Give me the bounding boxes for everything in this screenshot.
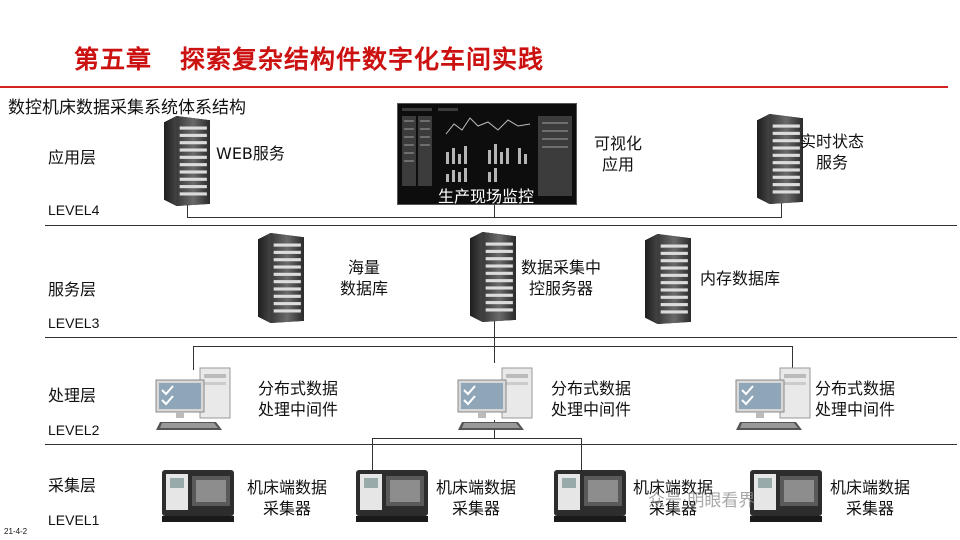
- collection-server-icon: [470, 232, 516, 322]
- collector-label-1: 机床端数据 采集器: [247, 477, 327, 519]
- middleware-3-line-2: 处理中间件: [815, 400, 896, 419]
- monitor-caption: 生产现场监控: [437, 187, 534, 206]
- connector-mw-right: [792, 346, 793, 370]
- middleware-2-line-1: 分布式数据: [551, 379, 632, 398]
- middleware-workstation-icon-2: [457, 367, 533, 431]
- layer-divider-4-3: [45, 225, 957, 226]
- slide-date: 21-4-2: [4, 527, 28, 536]
- connector-collector-2: [372, 438, 373, 470]
- connector-processing-bus: [193, 346, 793, 347]
- collector-2-line-2: 采集器: [452, 499, 501, 518]
- collector-2-line-1: 机床端数据: [436, 478, 517, 497]
- cnc-machine-icon-3: [554, 470, 626, 522]
- web-service-label: WEB服务: [216, 144, 285, 163]
- middleware-1-line-1: 分布式数据: [258, 379, 339, 398]
- collector-label-4: 机床端数据 采集器: [830, 477, 910, 519]
- collection-server-line-1: 数据采集中: [521, 258, 602, 277]
- cnc-machine-icon-1: [162, 470, 234, 522]
- middleware-workstation-icon-1: [155, 367, 231, 431]
- middleware-2-line-2: 处理中间件: [551, 400, 632, 419]
- layer-name-collection: 采集层: [48, 476, 97, 495]
- title-divider: [0, 86, 948, 88]
- middleware-1-line-2: 处理中间件: [258, 400, 339, 419]
- layer-divider-3-2: [45, 337, 957, 338]
- realtime-service-line-2: 服务: [816, 153, 849, 172]
- layer-level-4: LEVEL4: [48, 202, 100, 218]
- collector-label-2: 机床端数据 采集器: [436, 477, 516, 519]
- layer-level-2: LEVEL2: [48, 422, 100, 438]
- connector-monitor: [494, 203, 495, 218]
- production-monitor-screen: [397, 103, 577, 205]
- collector-label-3: 机床端数据 采集器: [633, 477, 713, 519]
- diagram-subtitle: 数控机床数据采集系统体系结构: [8, 98, 246, 118]
- watermark: 众号·明眼看界: [648, 491, 756, 511]
- connector-server-down: [494, 320, 495, 363]
- chapter-topic: 探索复杂结构件数字化车间实践: [180, 45, 545, 74]
- connector-collection-bus: [372, 438, 582, 439]
- layer-level-3: LEVEL3: [48, 315, 100, 331]
- layer-name-processing: 处理层: [48, 386, 97, 405]
- chapter-title: 第五章探索复杂结构件数字化车间实践: [74, 40, 544, 76]
- cnc-machine-icon-4: [750, 470, 822, 522]
- memory-db-label: 内存数据库: [700, 269, 781, 288]
- web-server-icon: [164, 116, 210, 206]
- collector-3-line-1: 机床端数据: [633, 478, 714, 497]
- collection-server-label: 数据采集中 控服务器: [521, 257, 601, 299]
- visual-app-line-2: 应用: [602, 155, 635, 174]
- collector-3-line-2: 采集器: [649, 499, 698, 518]
- cnc-machine-icon-2: [356, 470, 428, 522]
- mass-db-line-2: 数据库: [340, 279, 389, 298]
- collector-4-line-2: 采集器: [846, 499, 895, 518]
- realtime-service-line-1: 实时状态: [800, 132, 865, 151]
- realtime-server-icon: [757, 114, 803, 204]
- realtime-service-label: 实时状态 服务: [800, 131, 864, 173]
- connector-web: [187, 196, 188, 218]
- middleware-label-2: 分布式数据 处理中间件: [551, 378, 631, 420]
- collector-1-line-1: 机床端数据: [247, 478, 328, 497]
- middleware-3-line-1: 分布式数据: [815, 379, 896, 398]
- chapter-number: 第五章: [74, 45, 153, 74]
- layer-name-application: 应用层: [48, 148, 97, 167]
- middleware-workstation-icon-3: [735, 367, 811, 431]
- connector-realtime: [781, 200, 782, 218]
- layer-level-1: LEVEL1: [48, 512, 100, 528]
- mass-db-line-1: 海量: [348, 258, 381, 277]
- connector-app-bus: [187, 217, 782, 218]
- middleware-label-3: 分布式数据 处理中间件: [815, 378, 895, 420]
- connector-collector-3: [581, 438, 582, 470]
- collector-1-line-2: 采集器: [263, 499, 312, 518]
- mass-db-label: 海量 数据库: [340, 257, 388, 299]
- mass-db-server-icon: [258, 233, 304, 323]
- layer-name-service: 服务层: [48, 280, 97, 299]
- visual-app-line-1: 可视化: [594, 134, 643, 153]
- dashboard-monitor: [402, 108, 572, 196]
- connector-mw-left: [193, 346, 194, 370]
- visual-app-label: 可视化 应用: [594, 133, 642, 175]
- memory-db-server-icon: [645, 234, 691, 324]
- middleware-label-1: 分布式数据 处理中间件: [258, 378, 338, 420]
- collection-server-line-2: 控服务器: [529, 279, 594, 298]
- collector-4-line-1: 机床端数据: [830, 478, 911, 497]
- layer-divider-2-1: [45, 444, 957, 445]
